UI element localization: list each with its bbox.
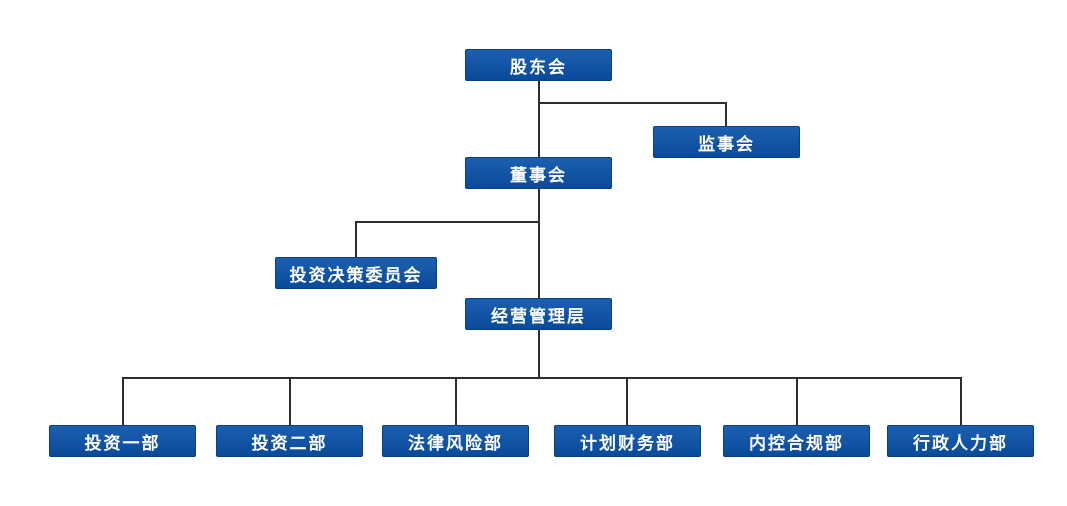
connector-dept-3 bbox=[455, 377, 457, 425]
connector-supervisors-h bbox=[538, 102, 727, 104]
connector-board-management bbox=[538, 188, 540, 298]
node-department: 法律风险部 bbox=[382, 425, 529, 457]
node-department: 内控合规部 bbox=[723, 425, 870, 457]
node-department: 计划财务部 bbox=[554, 425, 701, 457]
connector-dept-2 bbox=[289, 377, 291, 425]
connector-dept-6 bbox=[960, 377, 962, 425]
node-department: 投资二部 bbox=[216, 425, 363, 457]
connector-dept-1 bbox=[122, 377, 124, 425]
node-investment-committee: 投资决策委员会 bbox=[275, 257, 437, 289]
node-department: 行政人力部 bbox=[887, 425, 1034, 457]
node-shareholders: 股东会 bbox=[465, 49, 612, 81]
connector-dept-5 bbox=[796, 377, 798, 425]
connector-shareholders-board bbox=[538, 80, 540, 157]
connector-management-bus bbox=[538, 330, 540, 378]
connector-committee-v bbox=[355, 221, 357, 257]
connector-dept-4 bbox=[626, 377, 628, 425]
node-department: 投资一部 bbox=[49, 425, 196, 457]
node-supervisors: 监事会 bbox=[653, 126, 800, 158]
connector-departments-bus bbox=[122, 377, 962, 379]
connector-supervisors-v bbox=[725, 102, 727, 126]
node-management: 经营管理层 bbox=[465, 298, 612, 330]
connector-committee-h bbox=[355, 221, 540, 223]
node-board: 董事会 bbox=[465, 157, 612, 189]
